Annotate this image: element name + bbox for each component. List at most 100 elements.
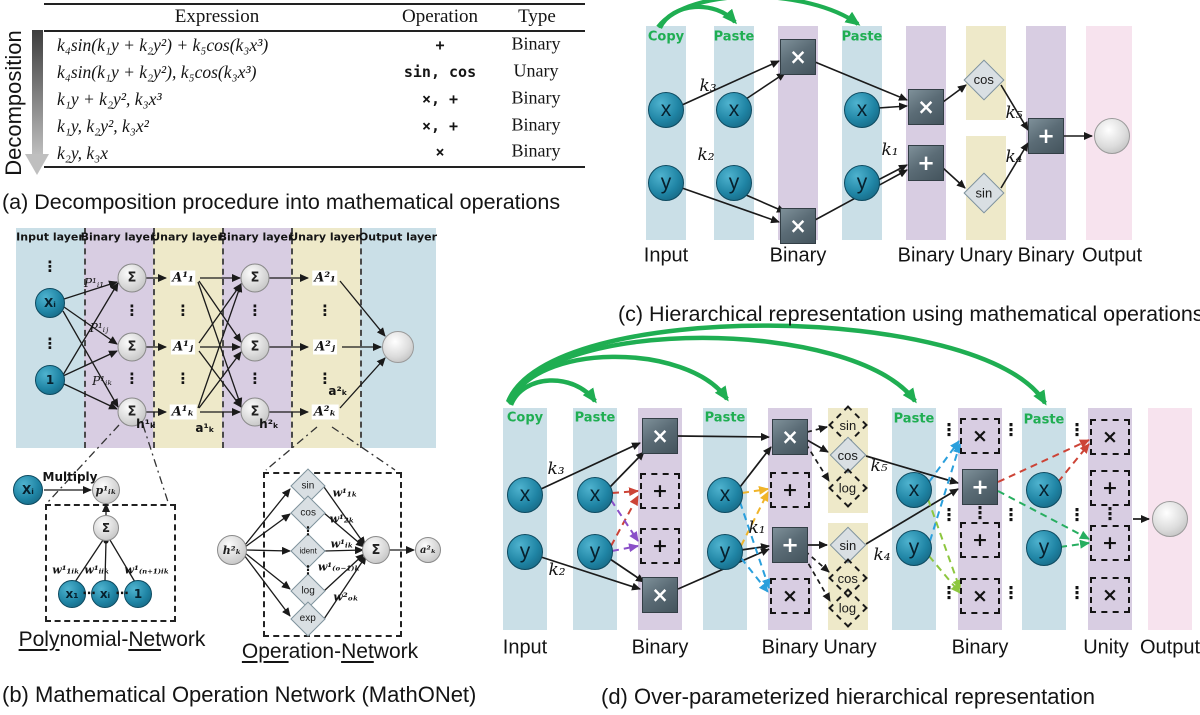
- c-copy-label: Copy: [647, 29, 685, 45]
- panel-a-caption: (a) Decomposition procedure into mathema…: [2, 190, 561, 214]
- d-k5-label: k₅: [870, 456, 888, 476]
- b-opnet-title-part: Net: [341, 640, 374, 663]
- c-binary-plus-node: +: [908, 145, 944, 181]
- b-poly-title-part: work: [161, 628, 206, 651]
- b-poly-input-node: x₁: [58, 580, 86, 608]
- d-input-x-node: x: [507, 477, 543, 513]
- d-binary-times-node: ×: [642, 577, 678, 613]
- b-ellipsis: ⋮: [302, 524, 314, 538]
- b-poly-title-part: Poly: [18, 628, 60, 651]
- b-opnet-a2k-node: a²ₖ: [415, 537, 441, 563]
- c-cos-label: cos: [973, 72, 995, 88]
- d-unity-times-dashed-node: ×: [1090, 577, 1130, 613]
- d-ellipsis: ⋮: [971, 503, 989, 524]
- b-layer-separator: [153, 228, 155, 448]
- b-poly-xi-node: Xᵢ: [13, 475, 43, 505]
- b-sigma-node: Σ: [240, 263, 270, 293]
- b-layer-header: Unary layer: [289, 230, 361, 244]
- d-paste-y-node: y: [577, 534, 613, 570]
- b-poly-multiply-label: Multiply: [42, 470, 98, 484]
- b-ellipsis: ⋮: [247, 301, 263, 320]
- c-bottom-label: Binary: [769, 244, 827, 267]
- table-cell-operation: +: [435, 36, 445, 54]
- decomposition-arrow-head: [25, 154, 49, 175]
- c-paste-label: Paste: [713, 29, 755, 45]
- b-a2k-label: a²ₖ: [328, 384, 348, 398]
- c-input-y-node: y: [648, 165, 684, 201]
- b-h1k-label: h¹ₖ: [136, 417, 156, 431]
- d-paste-label: Paste: [574, 410, 616, 426]
- c-k1-label: k₁: [881, 140, 899, 160]
- b-opnet-op-label: ident: [299, 546, 317, 556]
- b-opnet-op-label: exp: [299, 613, 317, 625]
- b-opnet-weight: w¹ᵢₖ: [330, 537, 354, 551]
- panel-c-caption: (c) Hierarchical representation using ma…: [618, 302, 1200, 326]
- b-ellipsis: ⋮: [42, 334, 58, 353]
- b-ellipsis: ⋮: [175, 301, 191, 320]
- b-a2-node: A²ₖ: [311, 404, 339, 420]
- d-paste-y-node: y: [896, 530, 932, 566]
- d-bottom-label: Binary: [761, 636, 819, 659]
- d-cos-label: cos: [837, 447, 859, 463]
- c-bottom-label: Binary: [1017, 244, 1075, 267]
- table-cell-type: Binary: [511, 140, 561, 161]
- d-sin-label: sin: [839, 417, 857, 433]
- b-ellipsis: ⋮: [124, 369, 140, 388]
- d-binary-times-dashed-node: ×: [960, 418, 1000, 454]
- b-opnet-h2k-node: h²ₖ: [217, 535, 247, 565]
- d-copy-label: Copy: [506, 410, 544, 426]
- table-cell-expression: k₂y, k₃x: [57, 143, 109, 163]
- b-a1-node: A¹ⱼ: [171, 339, 195, 355]
- c-bottom-label: Unary: [959, 244, 1013, 267]
- b-poly-input-node: 1: [124, 580, 152, 608]
- d-ellipsis: ⋮: [1068, 583, 1086, 604]
- b-opnet-op-label: cos: [300, 507, 316, 519]
- d-binary-plus-dashed-node: +: [640, 473, 680, 509]
- b-poly-title-part: Net: [128, 628, 162, 651]
- d-bottom-label: Binary: [951, 636, 1009, 659]
- d-bottom-label: Output: [1139, 636, 1200, 659]
- b-opnet-weight: w¹₂ₖ: [329, 512, 355, 526]
- b-opnet-weight: w¹₁ₖ: [332, 486, 358, 500]
- b-ellipsis: ⋮: [124, 301, 140, 320]
- b-hdots: ⋯: [115, 586, 129, 602]
- d-bottom-label: Binary: [631, 636, 689, 659]
- b-opnet-title-part: ation-: [288, 640, 342, 663]
- decomposition-arrow-shaft: [32, 30, 43, 154]
- table-rule-header: [44, 30, 585, 32]
- b-poly-weight: w¹ᵢᵢₖ: [84, 563, 110, 577]
- c-paste-y-node: y: [716, 165, 752, 201]
- table-cell-expression: k₁y, k₂y², k₃x²: [57, 116, 149, 136]
- table-cell-operation: sin, cos: [403, 63, 477, 81]
- table-header-expression: Expression: [174, 6, 260, 27]
- d-binary-times-node: ×: [772, 419, 808, 455]
- b-opnet-title-part: Oper: [241, 640, 289, 663]
- d-unity-band: [1088, 408, 1132, 630]
- d-binary-times-dashed-node: ×: [770, 578, 810, 614]
- b-opnet-op-label: log: [301, 585, 315, 597]
- c-output-node: [1094, 118, 1130, 154]
- table-cell-expression: k₄sin(k₁y + k₂y²) + k₅cos(k₃x³): [57, 35, 269, 55]
- d-ellipsis: ⋮: [1068, 420, 1086, 441]
- table-cell-operation: ×, +: [421, 117, 459, 135]
- b-layer-separator: [291, 228, 293, 448]
- d-unity-plus-dashed-node: +: [1090, 525, 1130, 561]
- c-paste-band: [842, 26, 882, 240]
- b-ellipsis: ⋮: [317, 301, 333, 320]
- d-ellipsis: ⋮: [1068, 505, 1086, 526]
- d-paste-y-node: y: [707, 534, 743, 570]
- c-sin-label: sin: [975, 185, 993, 201]
- decomposition-rotated-label: Decomposition: [1, 30, 26, 176]
- d-paste-label: Paste: [1023, 412, 1065, 428]
- b-a1k-label: a¹ₖ: [195, 421, 215, 435]
- b-opnet-weight: w²ₒₖ: [333, 590, 359, 604]
- d-k3-label: k₃: [547, 459, 565, 479]
- b-a2-node: A²₁: [312, 270, 338, 286]
- d-ellipsis: ⋮: [1002, 505, 1020, 526]
- b-ellipsis: ⋮: [247, 369, 263, 388]
- b-poly-input-node: xᵢ: [91, 580, 119, 608]
- b-a2-node: A²ⱼ: [313, 339, 337, 355]
- b-layer-header: Output layer: [358, 230, 438, 244]
